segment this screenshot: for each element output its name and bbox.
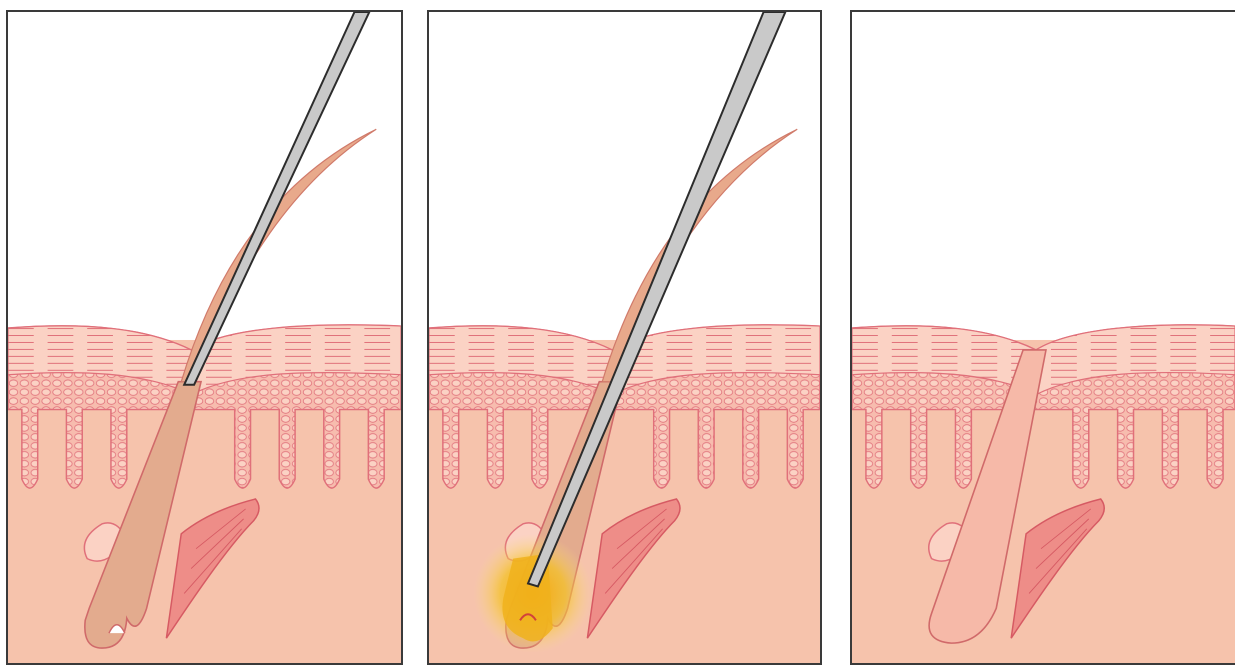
heat-glow xyxy=(474,534,593,653)
panel-current-applied xyxy=(427,10,822,665)
panel-2-illustration xyxy=(429,12,820,663)
panel-3-illustration xyxy=(852,12,1235,663)
panel-needle-inserted xyxy=(6,10,403,665)
panel-hair-removed xyxy=(850,10,1235,665)
panel-1-illustration xyxy=(8,12,401,663)
